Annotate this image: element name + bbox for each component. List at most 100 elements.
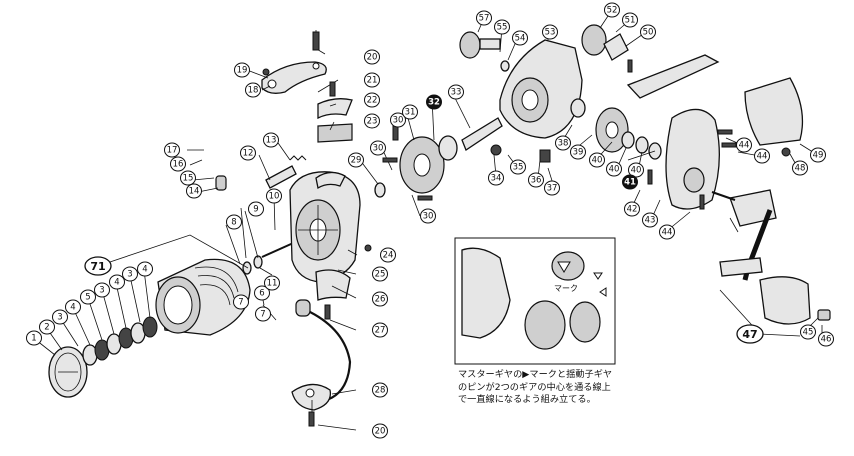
callout-bubble [263, 132, 279, 148]
callout-35: 35 [510, 159, 526, 175]
callout-39: 39 [570, 144, 586, 160]
callout-32: 32 [426, 94, 442, 110]
callout-54: 54 [512, 30, 528, 46]
callout-31: 31 [402, 104, 418, 120]
callout-bubble [109, 274, 125, 290]
callout-number: 46 [821, 335, 832, 345]
callout-bubble [380, 247, 396, 263]
callout-number: 48 [795, 164, 806, 174]
callout-2: 2 [39, 319, 55, 335]
callout-number: 21 [367, 76, 378, 86]
callout-number: 41 [624, 178, 636, 188]
callout-number: 31 [405, 108, 416, 118]
callout-bubble [164, 142, 180, 158]
callout-number: 38 [558, 139, 569, 149]
callout-12: 12 [240, 145, 256, 161]
callout-number: 7 [260, 310, 265, 320]
callout-number: 50 [643, 28, 654, 38]
callout-number: 33 [451, 88, 462, 98]
callout-36: 36 [528, 172, 544, 188]
callout-bubble [800, 324, 816, 340]
callout-number: 43 [645, 216, 656, 226]
callout-number: 9 [253, 205, 258, 215]
callout-40: 40 [628, 162, 644, 178]
callout-bubble [364, 92, 380, 108]
callout-30: 30 [370, 140, 386, 156]
callout-number: 12 [243, 149, 254, 159]
callout-bubble [122, 266, 138, 282]
callout-number: 14 [189, 187, 200, 197]
callout-bubble [233, 294, 249, 310]
callout-number: 32 [428, 98, 440, 108]
reel-body-side [499, 39, 583, 139]
note-line-3: で一直線になるよう組み立てる。 [458, 394, 596, 405]
callout-bubble [494, 19, 510, 35]
callout-bubble [390, 112, 406, 128]
callout-number: 3 [57, 313, 62, 323]
callout-bubble [180, 170, 196, 186]
callout-3: 3 [52, 309, 68, 325]
callout-number: 23 [367, 117, 378, 127]
callout-48: 48 [792, 160, 808, 176]
callout-number: 45 [803, 328, 814, 338]
callout-bubble [94, 282, 110, 298]
callout-bubble [234, 62, 250, 78]
callout-number: 57 [479, 14, 490, 24]
callout-bubble [488, 170, 504, 186]
callout-55: 55 [494, 19, 510, 35]
callout-bubble [84, 256, 112, 276]
callout-bubble [642, 212, 658, 228]
callout-bubble [364, 72, 380, 88]
callout-3: 3 [94, 282, 110, 298]
callout-number: 3 [127, 270, 132, 280]
callout-45: 45 [800, 324, 816, 340]
callout-bubble [640, 24, 656, 40]
callout-22: 22 [364, 92, 380, 108]
callout-number: 30 [393, 116, 404, 126]
callout-number: 36 [531, 176, 542, 186]
callout-number: 7 [238, 298, 243, 308]
callout-1: 1 [26, 330, 42, 346]
callout-bubble [226, 214, 242, 230]
callout-bubble [604, 2, 620, 18]
callout-number: 35 [513, 163, 524, 173]
callout-bubble [348, 152, 364, 168]
callout-bubble [372, 382, 388, 398]
callout-37: 37 [544, 180, 560, 196]
callout-30: 30 [420, 208, 436, 224]
handle-assembly [711, 189, 831, 325]
callout-21: 21 [364, 72, 380, 88]
callout-6: 6 [254, 285, 270, 301]
callout-number: 20 [375, 427, 386, 437]
callout-bubble [264, 275, 280, 291]
screws [262, 31, 791, 427]
callout-number: 37 [547, 184, 558, 194]
callout-25: 25 [372, 266, 388, 282]
callout-number: 34 [491, 174, 502, 184]
callout-number: 54 [515, 34, 526, 44]
callout-11: 11 [264, 275, 280, 291]
callout-26: 26 [372, 291, 388, 307]
callout-bubble [372, 322, 388, 338]
callout-number: 16 [173, 160, 184, 170]
callout-number: 3 [99, 286, 104, 296]
callout-bubble [512, 30, 528, 46]
callout-number: 4 [114, 278, 119, 288]
callout-44: 44 [736, 137, 752, 153]
callout-number: 28 [375, 386, 386, 396]
drag-washers [82, 316, 158, 366]
callout-bubble [426, 94, 442, 110]
callout-bubble [589, 152, 605, 168]
callout-number: 39 [573, 148, 584, 158]
callout-number: 2 [44, 323, 49, 333]
callout-bubble [624, 201, 640, 217]
callout-number: 24 [383, 251, 394, 261]
callout-bubble [542, 24, 558, 40]
callout-bubble [372, 266, 388, 282]
callout-bubble [65, 299, 81, 315]
callout-bubble [736, 137, 752, 153]
callout-40: 40 [589, 152, 605, 168]
callout-bubble [39, 319, 55, 335]
